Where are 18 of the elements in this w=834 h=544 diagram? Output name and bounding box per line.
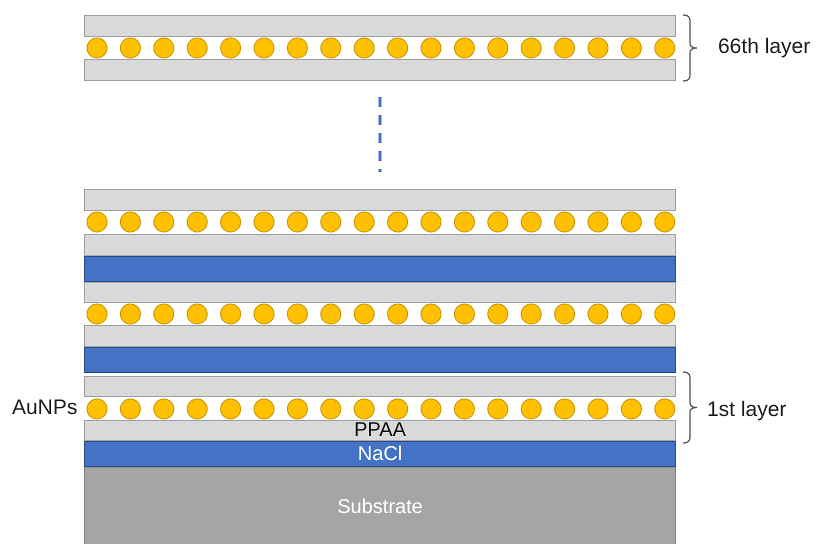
layer-count-label: 66th layer [718,35,810,59]
substrate-block [84,467,676,544]
polymer-layer [84,15,676,37]
polymer-layer [84,282,676,303]
particle-label: AuNPs [12,396,78,420]
polymer-layer [84,376,676,397]
salt-layer [84,347,676,373]
layer-count-label: 1st layer [707,398,786,422]
polymer-layer [84,59,676,81]
polymer-layer [84,420,676,441]
salt-layer [84,256,676,282]
polymer-layer [84,234,676,256]
salt-layer [84,441,676,467]
polymer-layer [84,189,676,211]
layer-label: NaCl [358,444,402,464]
polymer-layer [84,325,676,347]
layer-label: Substrate [337,497,423,517]
layer-label: PPAA [354,420,406,440]
